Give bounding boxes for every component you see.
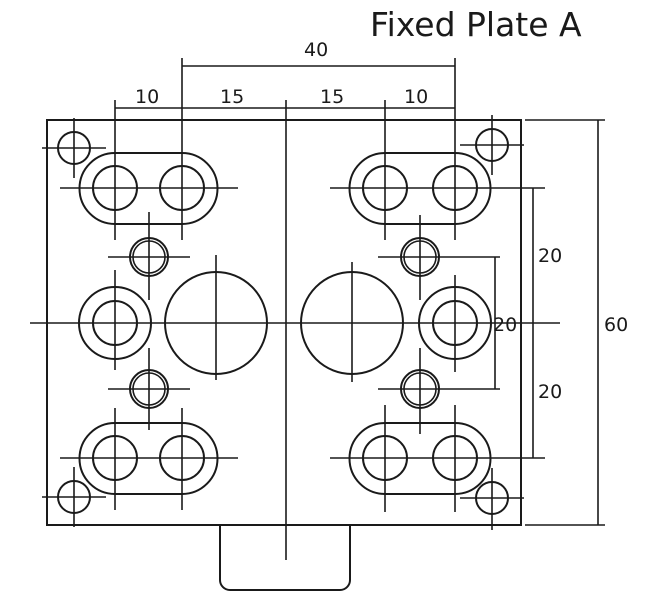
dim-10-right: 10 [404, 86, 428, 108]
dim-15-left: 15 [220, 86, 244, 108]
drawing-title: Fixed Plate A [370, 5, 582, 44]
dim-40: 40 [304, 39, 328, 61]
slot-bottom-left [60, 408, 238, 510]
center-holes [78, 255, 492, 382]
dim-60: 60 [604, 314, 628, 336]
dim-10-left: 10 [135, 86, 159, 108]
dimension-lines [115, 65, 599, 525]
dim-20-small-holes: 20 [493, 314, 517, 336]
small-holes [108, 212, 500, 434]
extension-lines [114, 58, 605, 526]
slot-bottom-right [330, 405, 545, 512]
dim-20-upper: 20 [538, 245, 562, 267]
slot-top-right [330, 152, 545, 225]
corner-holes [42, 115, 524, 530]
dim-20-lower: 20 [538, 381, 562, 403]
dim-15-right: 15 [320, 86, 344, 108]
bottom-tab [219, 525, 351, 591]
